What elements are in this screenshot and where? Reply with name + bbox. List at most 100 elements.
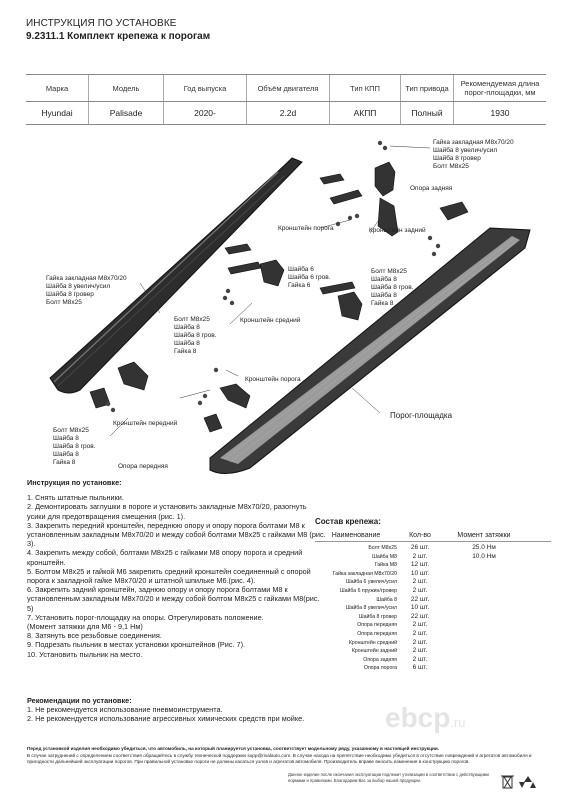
composition-item-torque	[439, 630, 529, 639]
composition-item-qty: 26 шт.	[410, 544, 430, 551]
composition-header: Наименование Кол-во Момент затяжки	[315, 532, 551, 542]
composition-item-torque: 10.0 Нм	[472, 552, 496, 560]
label-bracket-mid: Кронштейн средний	[240, 317, 301, 324]
label-line: Гайка закладная М8х70/20	[433, 139, 514, 146]
spec-header: Тип привода	[400, 74, 454, 102]
label-bracket-sill-2: Кронштейн порога	[245, 376, 301, 383]
spec-data-row: Hyundai Palisade 2020- 2.2d АКПП Полный …	[26, 101, 546, 125]
label-line: Гайка 8	[371, 300, 394, 307]
step-item: 1. Снять штатные пыльники.	[27, 493, 124, 503]
composition-item-qty: 10 шт.	[410, 604, 430, 612]
composition-row: Кронштейн средний 2 шт.	[315, 639, 551, 648]
recommendation-item: 2. Не рекомендуется использование агресс…	[27, 714, 305, 724]
spec-header-row: Марка Модель Год выпуска Объём двигателя…	[26, 74, 546, 102]
step-item: 4. Закрепить между собой, болтами М8х25 …	[27, 548, 303, 567]
spec-header: Рекомендуемая длина порог-площадки, мм	[453, 74, 546, 102]
label-line: Гайка 8	[53, 459, 76, 466]
label-bolt-mid: Болт М8х25 Шайба 8 Шайба 8 гров. Шайба 8…	[174, 316, 216, 356]
spec-header: Марка	[26, 74, 89, 102]
composition-item-name: Шайба 8 увелич/усил	[345, 605, 397, 612]
composition-row: Гайка М8 12 шт.	[315, 561, 551, 570]
composition-item-qty: 22 шт.	[410, 612, 430, 620]
label-line: Шайба 8 гровер	[433, 155, 481, 162]
label-line: Шайба 8	[174, 324, 200, 331]
composition-item-torque	[439, 656, 529, 665]
step-item: 6. Закрепить задний кронштейн, заднюю оп…	[27, 585, 320, 613]
spec-cell: Полный	[400, 101, 454, 125]
step-item: 3. Закрепить передний кронштейн, передню…	[27, 520, 326, 549]
label-line: Болт М8х25	[371, 268, 407, 275]
label-line: Гайка 8	[174, 348, 197, 355]
composition-item-torque	[439, 613, 529, 622]
spec-cell: Palisade	[88, 101, 164, 125]
label-support-front: Опора передняя	[118, 463, 168, 470]
label-line: Шайба 6	[288, 266, 314, 273]
composition-item-torque	[439, 664, 529, 673]
recommendations: Рекомендации по установке: 1. Не рекомен…	[27, 696, 347, 724]
spec-header: Модель	[88, 74, 164, 102]
label-nut-right: Гайка закладная М8х70/20 Шайба 8 увелич/…	[433, 139, 514, 171]
composition-item-qty: 2 шт.	[412, 586, 428, 594]
composition-item-qty: 2 шт.	[412, 621, 428, 629]
spec-header: Год выпуска	[163, 74, 247, 102]
label-bolt-right: Болт М8х25 Шайба 8 Шайба 8 гров. Шайба 8…	[371, 268, 413, 308]
composition-item-name: Болт М8х25	[368, 545, 397, 551]
label-line: Шайба 8 гровер	[46, 291, 94, 298]
footer-line: В случае затруднений с определением соот…	[27, 752, 532, 765]
document-title: ИНСТРУКЦИЯ ПО УСТАНОВКЕ	[26, 18, 177, 29]
label-line: Шайба 8 увелич/усил	[433, 147, 498, 154]
composition-header-name: Наименование	[331, 532, 381, 539]
label-bolt-left: Болт М8х25 Шайба 8 Шайба 8 гров. Шайба 8…	[53, 427, 95, 467]
label-line: Болт М8х25	[174, 316, 210, 323]
composition-item-name: Опора порога	[363, 665, 397, 672]
leader-lines	[109, 145, 431, 437]
watermark-brand: ebcp	[385, 702, 451, 733]
footer-line: Перед установкой изделия необходимо убед…	[27, 746, 440, 751]
composition-item-name: Шайба 8	[376, 596, 397, 603]
composition-item-name: Шайба 6 пружин/гровер	[339, 587, 397, 594]
label-line: Шайба 8	[53, 435, 79, 442]
label-bracket-front: Кронштейн передний	[113, 420, 178, 427]
composition-item-qty: 12 шт.	[410, 561, 430, 569]
composition-item-torque	[439, 587, 529, 596]
label-line: Шайба 8 гров.	[53, 443, 96, 450]
step-platform-right	[209, 227, 531, 474]
composition-row: Шайба 8 22 шт.	[315, 596, 551, 605]
label-line: Шайба 8 увелич/усил	[46, 283, 111, 290]
fasteners	[105, 140, 441, 413]
spec-cell: 2.2d	[246, 101, 330, 125]
composition-item-torque	[439, 604, 529, 613]
composition-item-qty: 6 шт.	[412, 664, 428, 672]
step-platform-left	[49, 157, 303, 394]
composition-item-name: Гайка М8	[374, 562, 397, 569]
composition-item-torque	[439, 596, 529, 605]
label-line: Шайба 8 гров.	[174, 332, 217, 339]
composition-row: Шайба 6 пружин/гровер 2 шт.	[315, 587, 551, 596]
composition-item-name: Кронштейн средний	[348, 639, 397, 646]
document-header: ИНСТРУКЦИЯ ПО УСТАНОВКЕ 9.2311.1 Комплек…	[26, 17, 210, 43]
label-line: Шайба 6 гров.	[288, 274, 331, 281]
composition-item-name: Шайба М8	[372, 553, 397, 560]
step-item: 7. Установить порог-площадку на опоры. О…	[27, 612, 264, 622]
label-line: Шайба 8 гров.	[371, 284, 414, 291]
watermark: ebcp.ru	[385, 702, 466, 734]
label-nut-left: Гайка закладная М8х70/20 Шайба 8 увелич/…	[46, 275, 127, 307]
label-line: Болт М8х25	[53, 427, 89, 434]
step-item: 5. Болтом М8х25 и гайкой М6 закрепить ср…	[27, 566, 311, 586]
step-item: 9. Подрезать пыльник в местах установки …	[27, 640, 246, 650]
composition-item-qty: 22 шт.	[410, 595, 430, 603]
composition-item-name: Шайба 8 гровер	[358, 613, 397, 620]
label-bracket-rear: Кронштейн задний	[369, 227, 426, 234]
composition-item-qty: 2 шт.	[412, 638, 428, 646]
installation-steps: Инструкция по установке: 1. Снять штатны…	[27, 478, 327, 659]
spec-cell: 2020-	[163, 101, 247, 125]
